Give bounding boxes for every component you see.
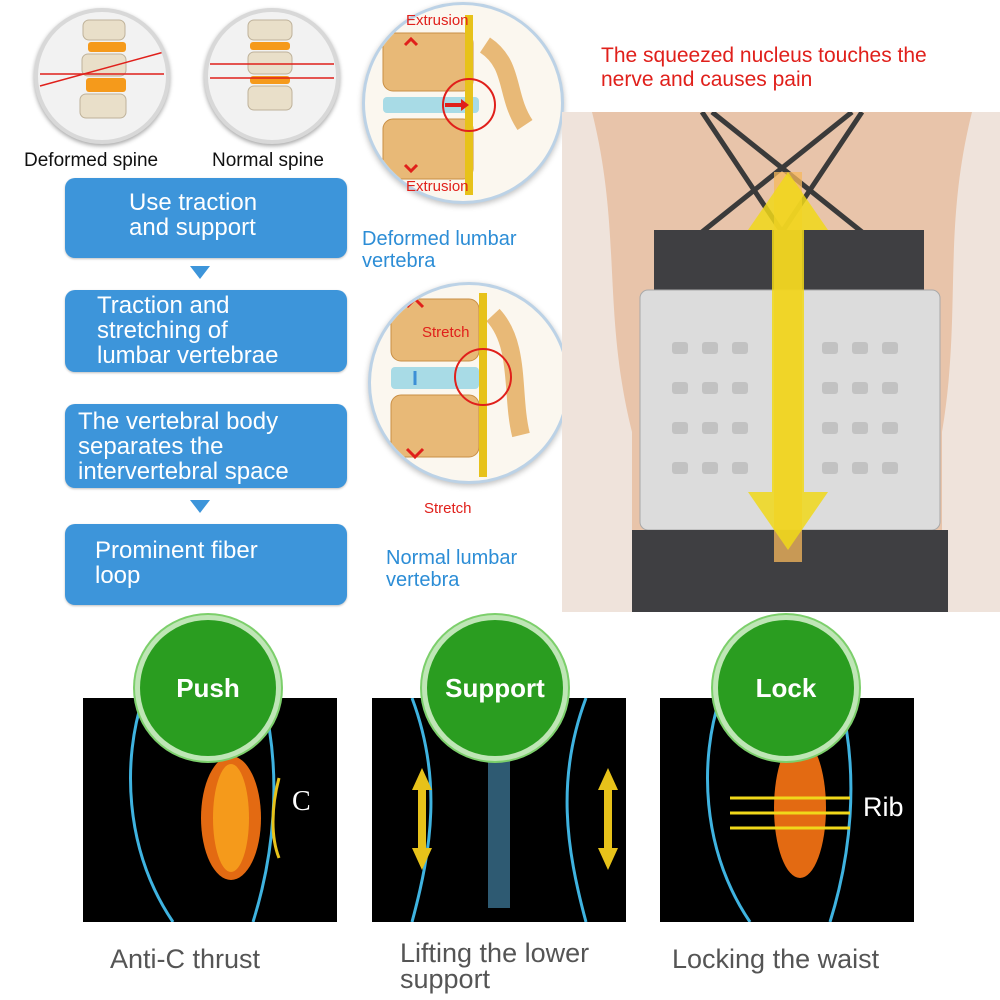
lock-badge-label: Lock bbox=[755, 672, 817, 703]
step-4: Prominent fiber loop bbox=[65, 524, 347, 605]
normal-vertebra-caption-line-2: vertebra bbox=[386, 569, 460, 591]
lock-overlay-label: Rib bbox=[863, 792, 904, 822]
push-badge: Push bbox=[140, 620, 276, 756]
lock-caption: Locking the waist bbox=[672, 944, 880, 974]
step-3-line-2: separates the bbox=[78, 433, 224, 460]
extrusion-label-bottom: Extrusion bbox=[406, 178, 469, 195]
push-badge-label: Push bbox=[176, 672, 240, 703]
extrusion-label-top: Extrusion bbox=[406, 12, 469, 29]
deformed-vertebra-caption: Deformed lumbar vertebra bbox=[362, 228, 517, 272]
normal-spine-label: Normal spine bbox=[212, 150, 324, 171]
normal-vertebra-caption: Normal lumbar vertebra bbox=[386, 547, 517, 591]
push-caption: Anti-C thrust bbox=[110, 944, 261, 974]
step-4-line-2: loop bbox=[95, 562, 141, 589]
support-caption-line-1: Lifting the lower bbox=[400, 938, 590, 968]
push-caption-line-1: Anti-C thrust bbox=[110, 944, 261, 974]
stretch-label-top: Stretch bbox=[422, 324, 470, 341]
normal-vertebra-caption-line-1: Normal lumbar bbox=[386, 547, 518, 569]
support-caption: Lifting the lower support bbox=[400, 938, 590, 994]
lock-badge: Lock bbox=[718, 620, 854, 756]
step-3-line-3: intervertebral space bbox=[78, 458, 289, 485]
support-badge-label: Support bbox=[445, 672, 545, 703]
deformed-vertebra-image bbox=[362, 2, 564, 204]
deformed-vertebra-caption-line-1: Deformed lumbar bbox=[362, 228, 517, 250]
deformed-spine-image bbox=[34, 8, 170, 144]
normal-spine-image bbox=[204, 8, 340, 144]
step-3-line-1: The vertebral body bbox=[78, 408, 279, 435]
step-1-line-1: Use traction bbox=[129, 189, 258, 216]
deformed-spine-label: Deformed spine bbox=[24, 150, 159, 171]
step-arrow-1 bbox=[190, 266, 210, 279]
deformed-vertebra-caption-line-2: vertebra bbox=[362, 250, 436, 272]
lock-caption-line-1: Locking the waist bbox=[672, 944, 880, 974]
step-2-line-3: lumbar vertebrae bbox=[97, 342, 279, 369]
step-arrow-2 bbox=[190, 500, 210, 513]
step-2-line-1: Traction and bbox=[97, 292, 230, 319]
step-1-line-2: and support bbox=[129, 214, 256, 241]
support-badge: Support bbox=[427, 620, 563, 756]
stretch-label-bottom: Stretch bbox=[424, 500, 472, 517]
step-2: Traction and stretching of lumbar verteb… bbox=[65, 290, 347, 372]
step-2-line-2: stretching of bbox=[97, 317, 228, 344]
normal-vertebra-image bbox=[368, 282, 570, 484]
pain-note-line-2: nerve and causes pain bbox=[601, 68, 813, 91]
step-4-line-1: Prominent fiber bbox=[95, 537, 258, 564]
pain-note-line-1: The squeezed nucleus touches the bbox=[601, 44, 927, 67]
pain-note: The squeezed nucleus touches the nerve a… bbox=[601, 44, 927, 92]
push-overlay-label: C bbox=[292, 786, 311, 817]
support-caption-line-2: support bbox=[400, 964, 491, 994]
back-belt-photo bbox=[562, 112, 1000, 612]
step-3: The vertebral body separates the interve… bbox=[65, 404, 347, 488]
step-1: Use traction and support bbox=[65, 178, 347, 258]
